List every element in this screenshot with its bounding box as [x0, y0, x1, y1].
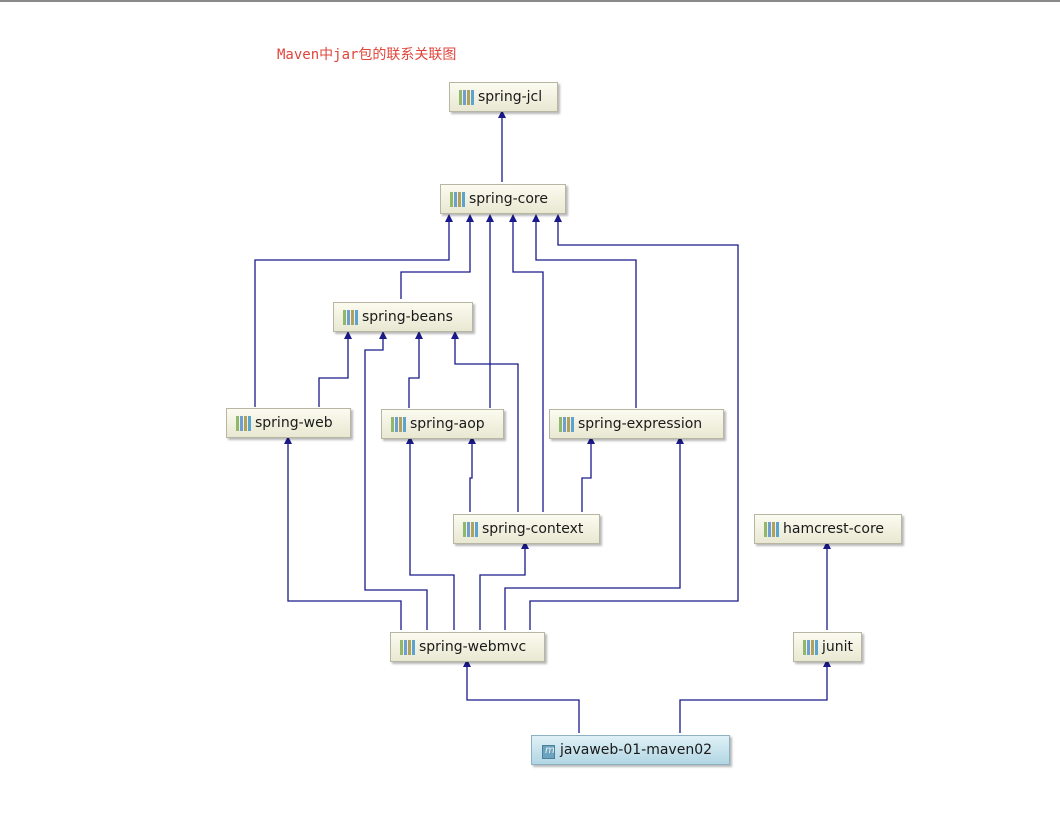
edge-spring-web-to-spring-core [254, 214, 453, 407]
node-label: spring-expression [578, 416, 703, 432]
node-spring-beans[interactable]: spring-beans [333, 302, 473, 332]
node-label: spring-jcl [478, 89, 543, 105]
node-javaweb-01-maven02[interactable]: javaweb-01-maven02 [531, 735, 730, 765]
jar-icon [343, 309, 358, 325]
edge-spring-context-to-spring-aop [468, 436, 476, 512]
node-spring-context[interactable]: spring-context [453, 514, 600, 544]
node-spring-webmvc[interactable]: spring-webmvc [390, 632, 545, 662]
edge-spring-context-to-spring-expression [581, 436, 595, 512]
jar-icon [463, 521, 478, 537]
edge-spring-aop-to-spring-beans [408, 331, 423, 408]
jar-icon [391, 416, 406, 432]
node-label: hamcrest-core [783, 521, 885, 537]
node-label: junit [822, 639, 854, 655]
node-label: spring-context [482, 521, 584, 537]
edge-spring-webmvc-to-spring-web [284, 436, 402, 630]
jar-icon [559, 416, 574, 432]
node-label: spring-core [469, 191, 548, 207]
edge-spring-context-to-spring-beans [451, 331, 519, 512]
node-spring-core[interactable]: spring-core [440, 184, 566, 214]
edge-javaweb-to-spring-webmvc [463, 659, 580, 733]
jar-icon [450, 191, 465, 207]
top-border [0, 0, 1060, 2]
node-junit[interactable]: junit [793, 632, 862, 662]
edge-spring-beans-to-spring-core [400, 214, 474, 299]
edge-javaweb-to-junit [679, 659, 831, 733]
node-hamcrest-core[interactable]: hamcrest-core [754, 514, 902, 544]
edge-spring-context-to-spring-core [509, 214, 544, 512]
node-label: javaweb-01-maven02 [560, 742, 713, 758]
node-label: spring-aop [410, 416, 485, 432]
node-spring-jcl[interactable]: spring-jcl [449, 82, 558, 112]
node-label: spring-web [255, 415, 333, 431]
edge-spring-webmvc-to-spring-expression [504, 436, 684, 630]
jar-icon [459, 89, 474, 105]
edge-spring-expression-to-spring-core [532, 214, 637, 408]
edge-spring-webmvc-to-spring-context [479, 541, 529, 630]
edge-spring-webmvc-to-spring-aop [406, 436, 455, 630]
edge-spring-webmvc-to-spring-core [529, 214, 739, 630]
node-label: spring-beans [362, 309, 453, 325]
edge-spring-web-to-spring-beans [318, 331, 352, 407]
diagram-title: Maven中jar包的联系关联图 [277, 47, 457, 63]
jar-icon [400, 639, 415, 655]
jar-icon [236, 415, 251, 431]
jar-icon [803, 639, 818, 655]
node-spring-aop[interactable]: spring-aop [381, 409, 504, 439]
jar-icon [764, 521, 779, 537]
edge-spring-webmvc-to-spring-beans [364, 331, 428, 630]
node-label: spring-webmvc [419, 639, 527, 655]
maven-module-icon [541, 742, 557, 759]
node-spring-expression[interactable]: spring-expression [549, 409, 724, 439]
node-spring-web[interactable]: spring-web [226, 408, 351, 438]
